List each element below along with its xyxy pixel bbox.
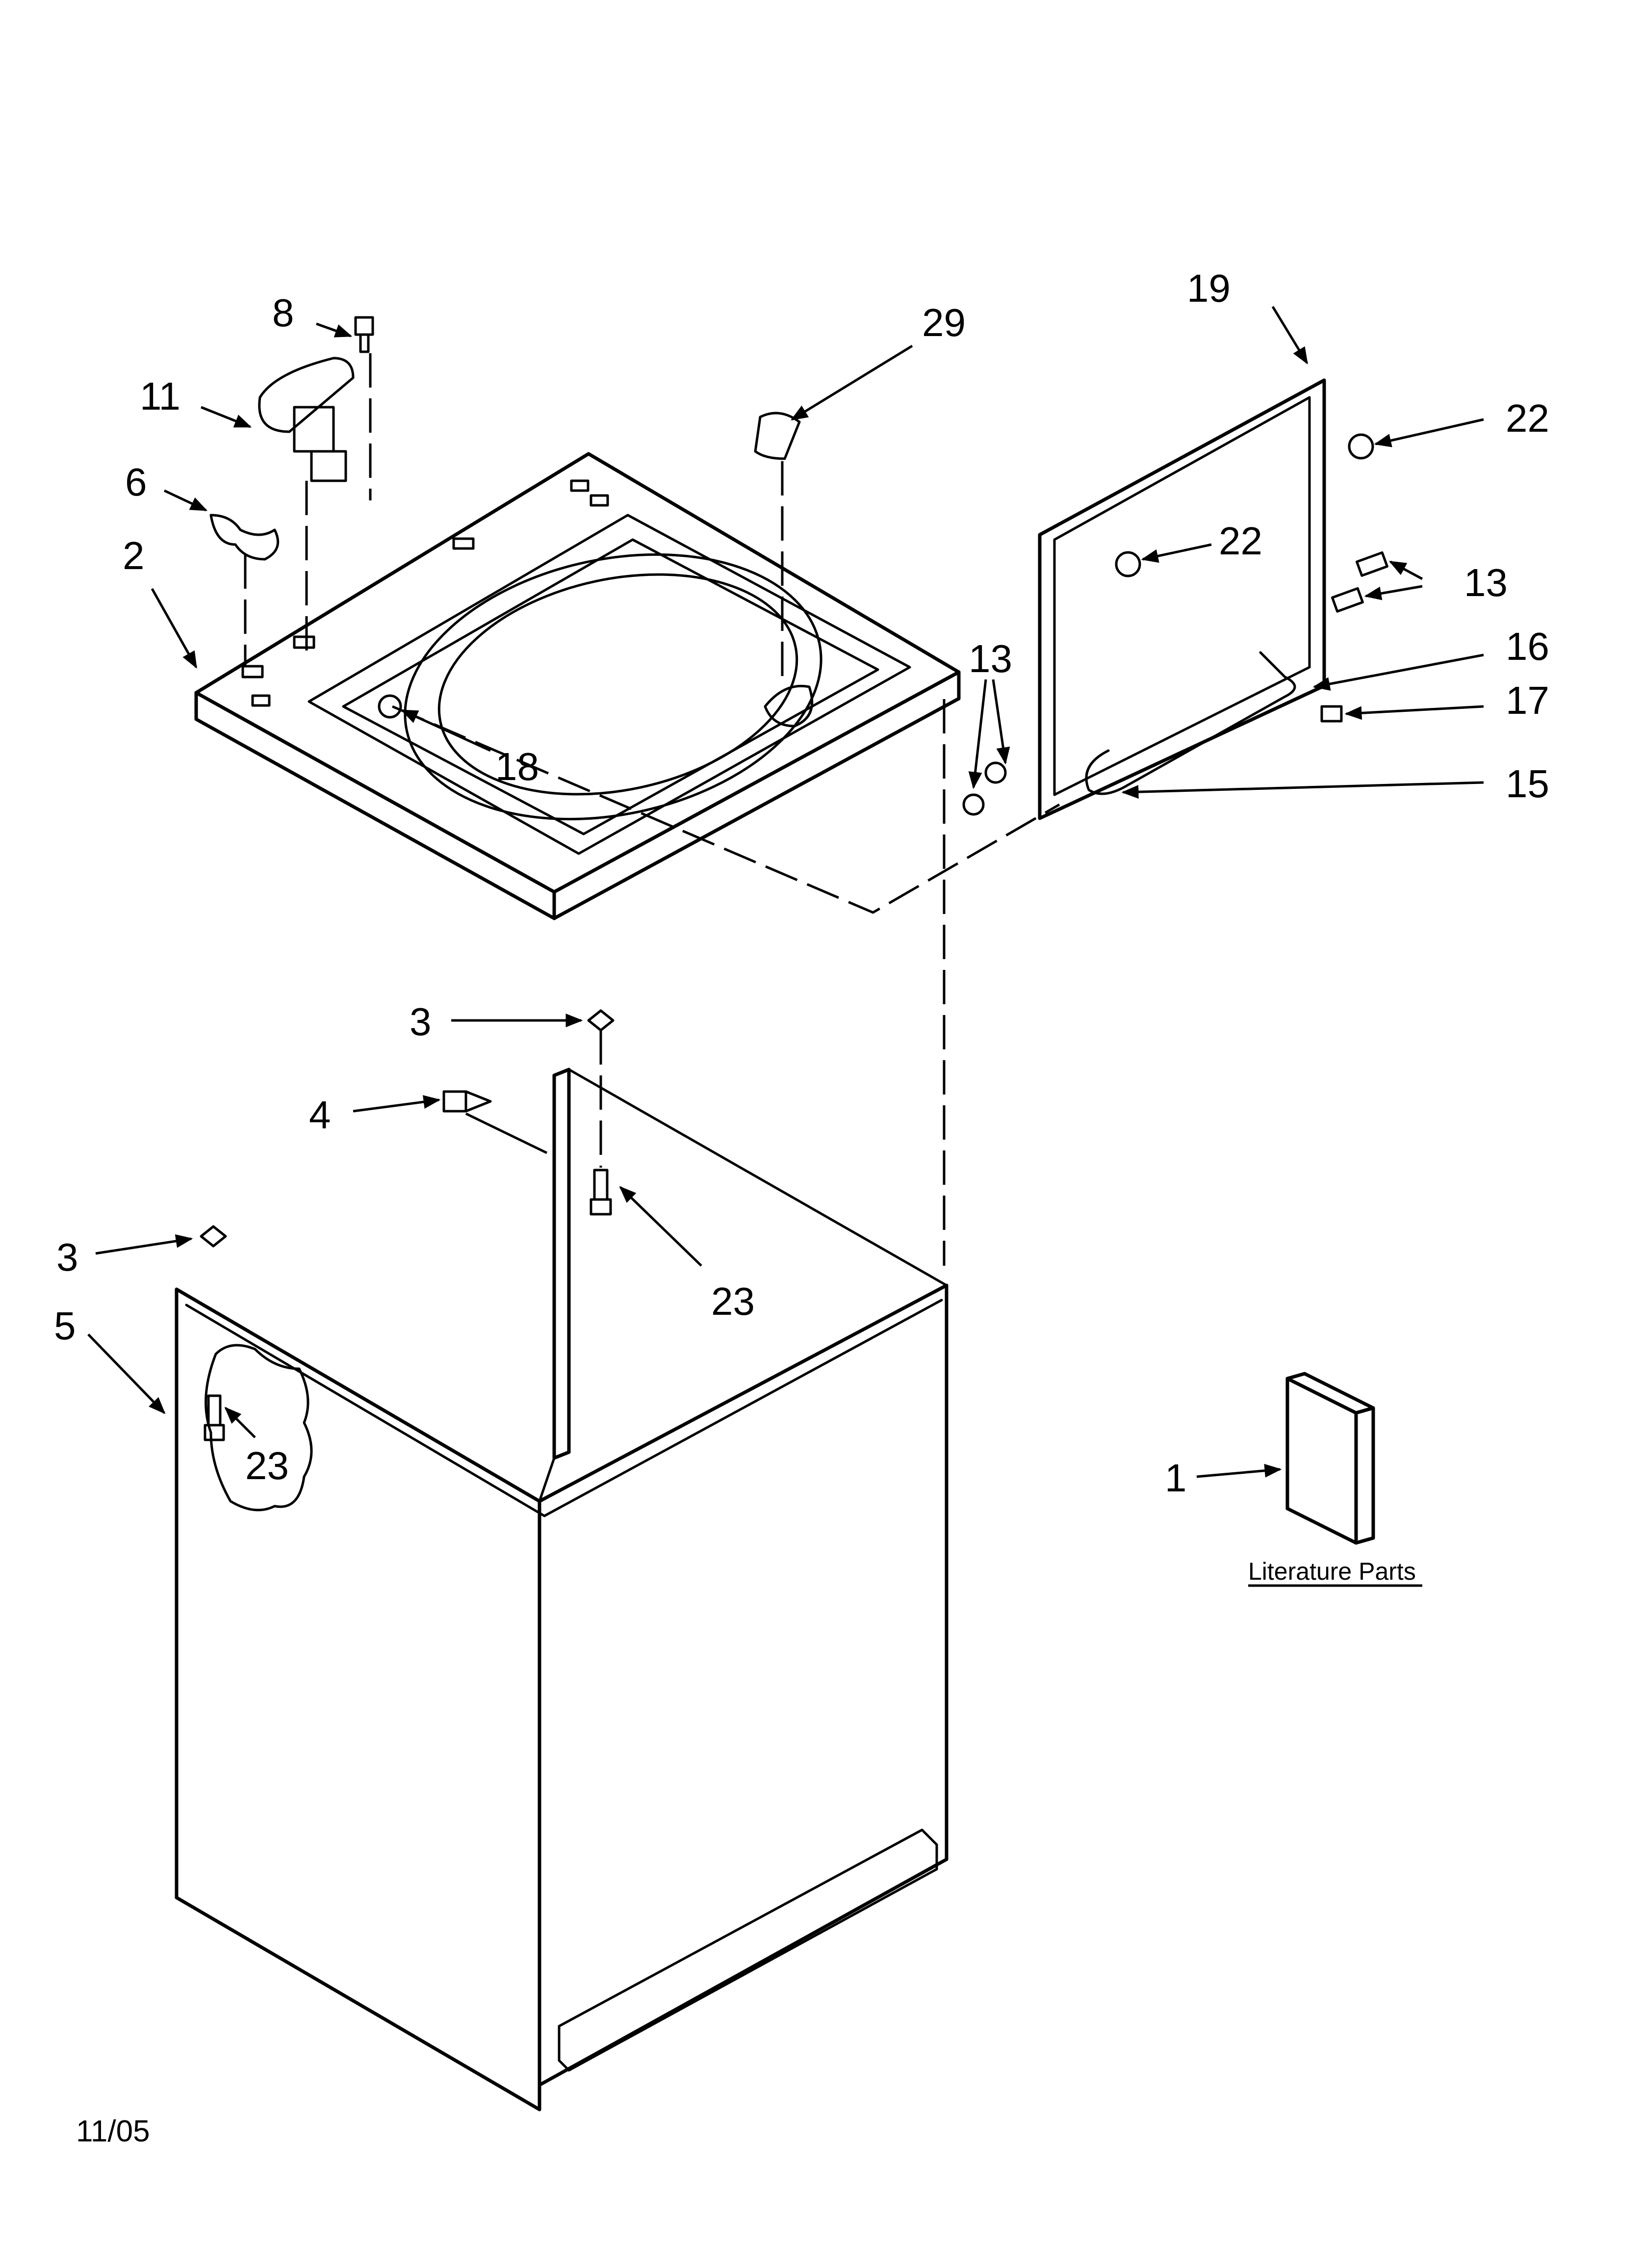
washer-cabinet — [175, 1068, 949, 2112]
callout-23-cutaway: 23 — [245, 1444, 289, 1487]
callout-1: 1 — [1165, 1456, 1187, 1500]
date-code: 11/05 — [76, 2114, 150, 2148]
callout-18: 18 — [495, 745, 539, 788]
callout-13-left: 13 — [969, 637, 1012, 680]
callout-3-lower: 3 — [56, 1235, 78, 1279]
callout-23-upper: 23 — [711, 1279, 755, 1323]
literature-parts-label: Literature Parts — [1248, 1558, 1416, 1585]
callout-2: 2 — [123, 534, 145, 577]
assembly-lines — [244, 353, 1060, 1266]
callout-19: 19 — [1187, 266, 1231, 310]
washer-top-panel — [194, 452, 961, 920]
callout-29: 29 — [922, 301, 966, 344]
callout-leaders — [87, 306, 1484, 1478]
callout-5: 5 — [54, 1304, 76, 1348]
callout-16: 16 — [1506, 625, 1549, 668]
callout-8: 8 — [272, 291, 294, 335]
callout-17: 17 — [1506, 678, 1549, 722]
small-parts — [200, 316, 1388, 1545]
callout-11: 11 — [140, 374, 180, 418]
callout-15: 15 — [1506, 762, 1549, 806]
callout-22-upper: 22 — [1506, 396, 1549, 440]
callout-6: 6 — [125, 460, 147, 504]
callout-4: 4 — [309, 1093, 331, 1137]
callout-13-right: 13 — [1464, 561, 1508, 604]
callout-22-lower: 22 — [1219, 519, 1262, 563]
rear-console-panel — [1038, 378, 1326, 820]
callout-labels: 1 2 3 3 4 5 6 8 11 13 13 15 16 17 18 19 … — [54, 266, 1549, 1500]
callout-3-upper: 3 — [410, 1000, 432, 1043]
